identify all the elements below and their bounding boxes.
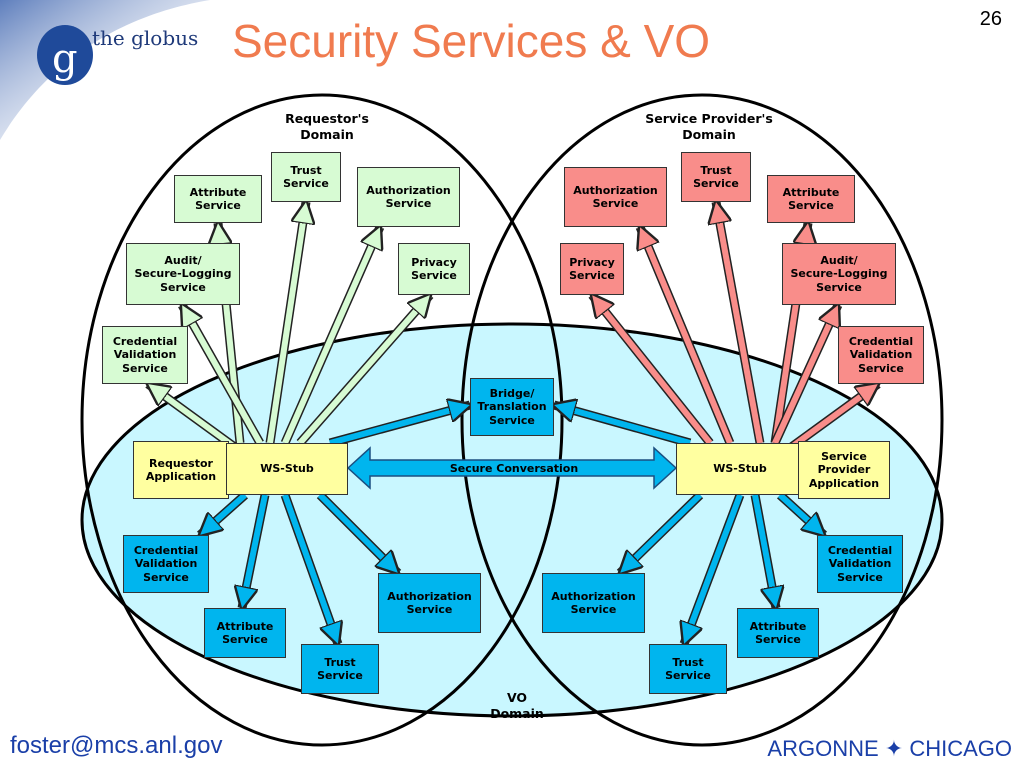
provider-attribute-service: Attribute Service bbox=[767, 175, 855, 223]
arrow-to-vo-left-authorization bbox=[317, 492, 398, 573]
provider-ws-stub: WS-Stub bbox=[676, 443, 804, 495]
footer-org: ARGONNE ✦ CHICAGO bbox=[767, 736, 1012, 761]
arrow-to-req-trust bbox=[267, 202, 306, 444]
arrow-to-req-authorization bbox=[282, 227, 380, 445]
vo-left-credential-service: Credential Validation Service bbox=[123, 535, 209, 593]
vo-right-authorization-service: Authorization Service bbox=[542, 573, 645, 633]
provider-authorization-service: Authorization Service bbox=[564, 167, 667, 227]
arrow-to-prov-credential bbox=[788, 384, 878, 451]
arrow-to-vo-right-attribute bbox=[752, 494, 776, 608]
arrow-to-vo-right-credential bbox=[777, 492, 824, 535]
arrow-to-vo-left-credential bbox=[200, 492, 247, 535]
page-number: 26 bbox=[979, 8, 1002, 30]
provider-privacy-service: Privacy Service bbox=[560, 243, 624, 295]
vo-right-attribute-service: Attribute Service bbox=[737, 608, 819, 658]
requestor-attribute-service: Attribute Service bbox=[174, 175, 262, 223]
page-title: Security Services & VO bbox=[232, 15, 711, 67]
arrow-to-vo-right-trust bbox=[684, 493, 743, 644]
arrow-to-req-audit bbox=[179, 305, 263, 445]
vo-domain-label: VO Domain bbox=[490, 690, 544, 721]
requestor-domain-label: Requestor's Domain bbox=[285, 111, 369, 142]
requestor-trust-service: Trust Service bbox=[271, 152, 341, 202]
arrow-to-prov-trust bbox=[716, 202, 763, 444]
arrow-to-req-privacy bbox=[297, 295, 430, 445]
vo-left-attribute-service: Attribute Service bbox=[204, 608, 286, 658]
requestor-audit-service: Audit/ Secure-Logging Service bbox=[126, 243, 240, 305]
arrow-to-prov-privacy bbox=[592, 295, 713, 445]
provider-trust-service: Trust Service bbox=[681, 152, 751, 202]
logo-text: the globus bbox=[92, 26, 199, 50]
arrow-to-prov-authorization bbox=[640, 227, 733, 445]
vo-right-trust-service: Trust Service bbox=[649, 644, 727, 694]
provider-audit-service: Audit/ Secure-Logging Service bbox=[782, 243, 896, 305]
arrow-to-req-credential bbox=[148, 384, 238, 451]
arrow-to-vo-left-trust bbox=[282, 493, 338, 644]
footer-email: foster@mcs.anl.gov bbox=[10, 732, 223, 759]
arrow-to-prov-audit bbox=[772, 305, 838, 445]
vo-left-authorization-service: Authorization Service bbox=[378, 573, 481, 633]
provider-domain-label: Service Provider's Domain bbox=[645, 111, 773, 142]
requestor-credential-service: Credential Validation Service bbox=[102, 326, 188, 384]
requestor-authorization-service: Authorization Service bbox=[357, 167, 460, 227]
provider-application: Service Provider Application bbox=[798, 441, 890, 499]
provider-credential-service: Credential Validation Service bbox=[838, 326, 924, 384]
arrow-to-vo-right-authorization bbox=[620, 492, 703, 573]
vo-bridge-service: Bridge/ Translation Service bbox=[470, 378, 554, 436]
arrow-to-vo-left-attribute bbox=[242, 494, 268, 608]
arrow-to-bridge-right bbox=[554, 405, 691, 446]
vo-left-trust-service: Trust Service bbox=[301, 644, 379, 694]
requestor-privacy-service: Privacy Service bbox=[398, 243, 470, 295]
logo-letter: g bbox=[52, 36, 78, 82]
requestor-ws-stub: WS-Stub bbox=[226, 443, 348, 495]
globus-logo-swoosh: g bbox=[0, 0, 210, 140]
arrow-group bbox=[148, 202, 878, 644]
secure-conversation-label: Secure Conversation bbox=[449, 462, 579, 475]
arrow-to-bridge-left bbox=[329, 405, 470, 446]
vo-right-credential-service: Credential Validation Service bbox=[817, 535, 903, 593]
requestor-application: Requestor Application bbox=[133, 441, 229, 499]
